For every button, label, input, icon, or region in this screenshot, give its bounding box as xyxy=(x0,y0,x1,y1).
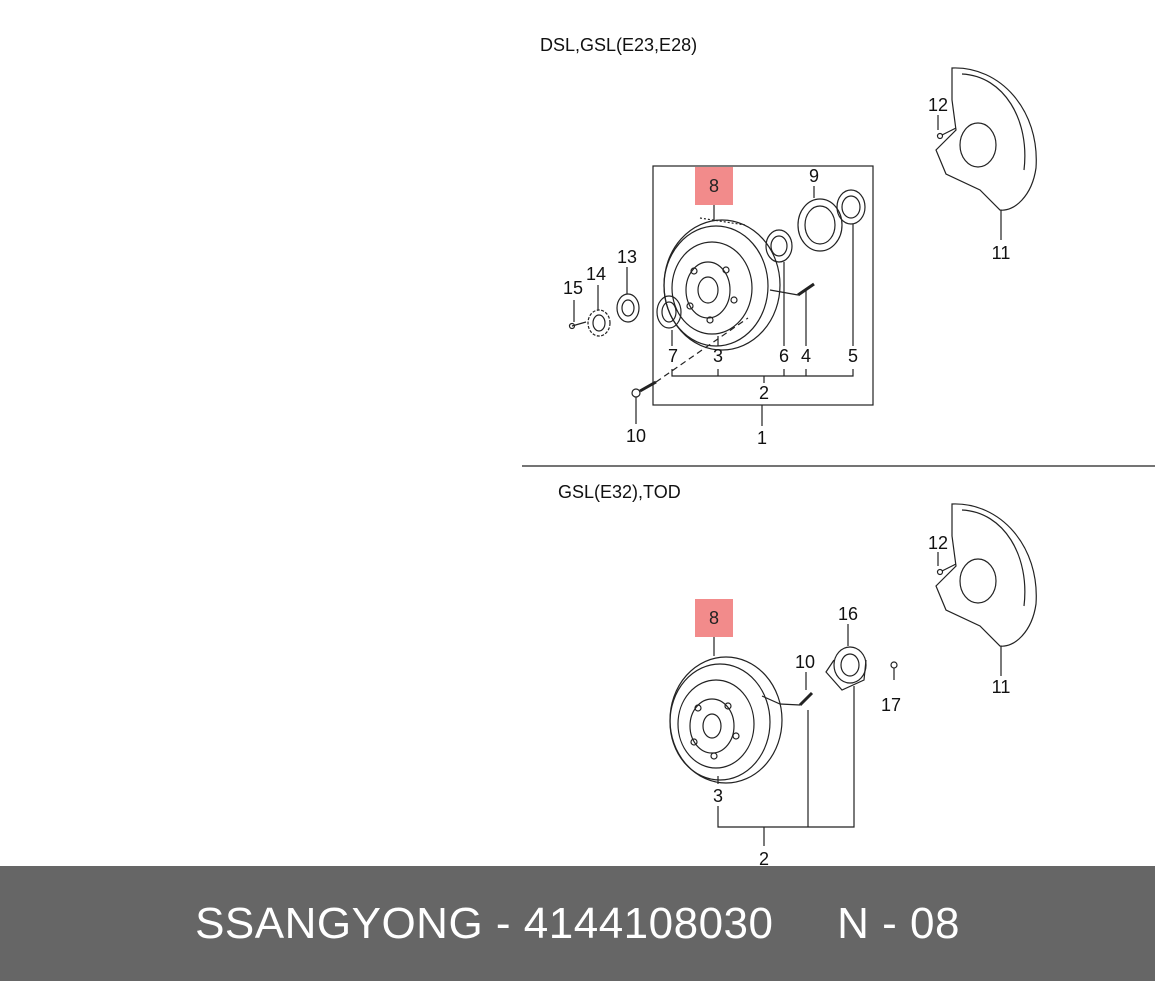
callout-b-10: 10 xyxy=(794,652,816,672)
callout-3: 3 xyxy=(712,346,724,366)
callout-2: 2 xyxy=(758,383,770,403)
washer-13 xyxy=(616,293,640,323)
footer-part-number: SSANGYONG - 4144108030 N - 08 xyxy=(195,898,960,948)
callout-b-2: 2 xyxy=(758,849,770,869)
highlighted-part-bottom: 8 xyxy=(695,599,733,637)
dust-shield-top xyxy=(935,67,1037,240)
callout-b-17: 17 xyxy=(880,695,902,715)
callout-b-12: 12 xyxy=(927,533,949,553)
brake-disc-top xyxy=(663,217,781,351)
callout-b-3: 3 xyxy=(712,786,724,806)
callout-12: 12 xyxy=(927,95,949,115)
callout-b-16: 16 xyxy=(837,604,859,624)
callout-13: 13 xyxy=(616,247,638,267)
highlighted-part-top: 8 xyxy=(695,167,733,205)
callout-10: 10 xyxy=(625,426,647,446)
callout-11: 11 xyxy=(991,243,1011,263)
callout-4: 4 xyxy=(800,346,812,366)
callout-6: 6 xyxy=(778,346,790,366)
callout-7: 7 xyxy=(667,346,679,366)
assembly-box-top xyxy=(652,165,874,406)
section-title-top: DSL,GSL(E23,E28) xyxy=(540,35,698,55)
callout-b-11: 11 xyxy=(991,677,1011,697)
bearing-7 xyxy=(656,295,682,329)
section-title-bottom: GSL(E32),TOD xyxy=(558,482,681,502)
seal-5 xyxy=(836,189,866,225)
callout-1: 1 xyxy=(756,428,768,448)
callout-5: 5 xyxy=(847,346,859,366)
footer-banner: SSANGYONG - 4144108030 N - 08 xyxy=(0,866,1155,981)
hub-bearing-16 xyxy=(825,646,867,691)
callout-15: 15 xyxy=(562,278,584,298)
bearing-6 xyxy=(765,229,793,263)
parts-diagram xyxy=(522,67,1155,846)
dust-shield-bottom xyxy=(935,503,1037,676)
tone-ring-9 xyxy=(797,198,843,252)
brake-disc-bottom xyxy=(669,656,783,784)
nut-14 xyxy=(587,309,611,337)
callout-14: 14 xyxy=(585,264,607,284)
callout-9: 9 xyxy=(808,166,820,186)
